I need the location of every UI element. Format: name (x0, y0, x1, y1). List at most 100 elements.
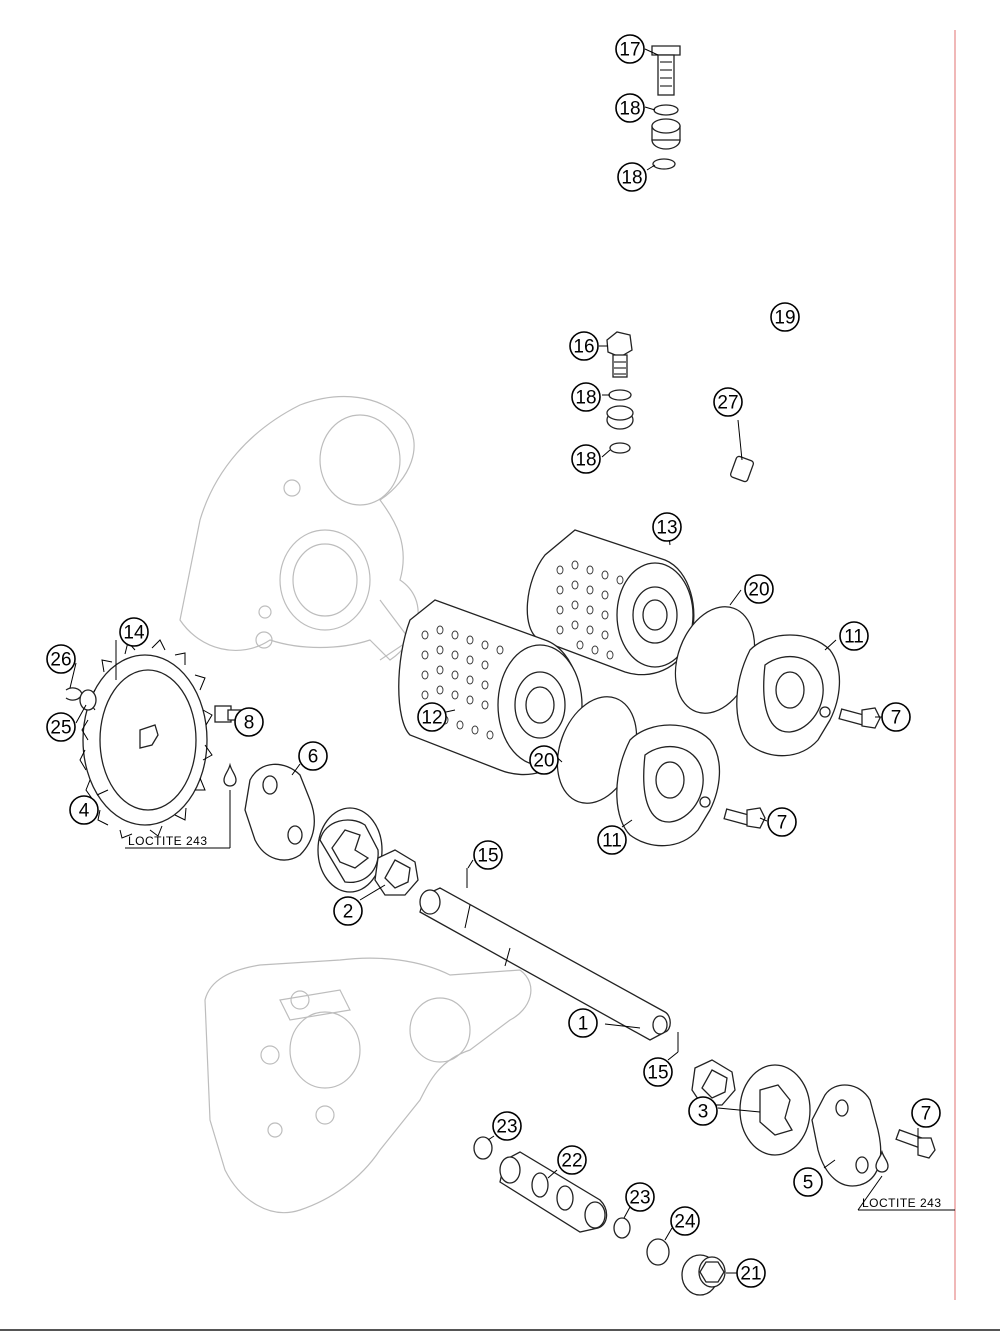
svg-text:4: 4 (79, 801, 90, 822)
oil-filter-lower (398, 599, 583, 776)
callout-20: 20 (744, 574, 774, 604)
callout-27: 27 (713, 387, 743, 417)
svg-text:5: 5 (803, 1173, 814, 1194)
callout-5: 5 (793, 1167, 823, 1197)
svg-text:2: 2 (343, 902, 354, 923)
cover-screw-5 (895, 1129, 936, 1159)
loctite-label-right: LOCTITE 243 (862, 1196, 942, 1210)
crankcase-upper-outline (179, 395, 419, 661)
pump-rotor-outer-3 (739, 1064, 811, 1156)
sealing-washer-upper-b (652, 158, 676, 170)
sealing-washer-lower-a (608, 389, 632, 401)
callout-12: 12 (417, 702, 447, 732)
oil-screen-22 (499, 1151, 608, 1233)
callout-11: 11 (839, 621, 869, 651)
svg-text:17: 17 (619, 40, 640, 61)
svg-text:23: 23 (629, 1188, 650, 1209)
callout-26: 26 (46, 644, 76, 674)
pump-cover-plate-5 (811, 1084, 882, 1187)
svg-text:19: 19 (774, 308, 795, 329)
svg-text:3: 3 (698, 1102, 709, 1123)
callout-2: 2 (333, 896, 363, 926)
svg-text:8: 8 (244, 713, 255, 734)
banjo-bolt-lower (606, 331, 633, 378)
callout-15: 15 (473, 840, 503, 870)
callout-24: 24 (670, 1206, 700, 1236)
loctite-drop-right (875, 1149, 889, 1173)
svg-text:20: 20 (748, 580, 769, 601)
svg-text:22: 22 (561, 1151, 582, 1172)
svg-text:16: 16 (573, 337, 594, 358)
svg-text:1: 1 (578, 1014, 589, 1035)
drain-plug-21 (681, 1254, 726, 1296)
loctite-drop-left (223, 762, 237, 787)
callout-16: 16 (569, 331, 599, 361)
callout-25: 25 (46, 712, 76, 742)
pump-shaft (419, 887, 671, 1041)
svg-text:11: 11 (844, 627, 864, 648)
svg-text:18: 18 (621, 168, 642, 189)
pump-cover-plate-6 (244, 763, 315, 861)
svg-text:25: 25 (50, 718, 71, 739)
banjo-bolt-upper (651, 45, 681, 96)
svg-text:7: 7 (921, 1104, 932, 1125)
oil-pump-gear (79, 639, 213, 839)
sealing-washer-lower-b (609, 442, 631, 454)
washer-25 (79, 689, 97, 711)
svg-text:6: 6 (308, 747, 319, 768)
cover-screw-lower (723, 807, 766, 829)
pump-rotor-inner-3 (691, 1059, 736, 1106)
callout-7: 7 (767, 807, 797, 837)
cover-screw-upper (838, 707, 881, 729)
svg-text:13: 13 (656, 518, 677, 539)
callout-23: 23 (492, 1111, 522, 1141)
callout-17: 17 (615, 34, 645, 64)
callout-4: 4 (69, 795, 99, 825)
svg-text:21: 21 (740, 1264, 761, 1285)
o-ring-23-left (473, 1136, 493, 1160)
callout-8: 8 (234, 707, 264, 737)
callout-15: 15 (643, 1057, 673, 1087)
svg-text:12: 12 (421, 708, 442, 729)
callout-18: 18 (571, 444, 601, 474)
o-ring-24 (646, 1238, 670, 1266)
pump-rotor-outer-2 (317, 807, 383, 893)
callout-18: 18 (571, 382, 601, 412)
svg-text:26: 26 (50, 650, 71, 671)
svg-text:11: 11 (602, 831, 622, 852)
oil-filter-upper (526, 529, 695, 676)
callout-20: 20 (529, 745, 559, 775)
svg-text:23: 23 (496, 1117, 517, 1138)
banjo-fitting-upper (651, 118, 681, 150)
callout-21: 21 (736, 1258, 766, 1288)
svg-text:18: 18 (575, 450, 596, 471)
filter-cover-upper (736, 634, 841, 757)
filter-cover-lower (616, 724, 721, 847)
callout-1: 1 (568, 1008, 598, 1038)
svg-text:24: 24 (674, 1212, 696, 1233)
callout-7: 7 (911, 1098, 941, 1128)
loctite-leader-left (125, 790, 231, 849)
svg-text:18: 18 (575, 388, 596, 409)
callout-6: 6 (298, 741, 328, 771)
oil-line-pipe (619, 108, 826, 492)
callout-19: 19 (770, 302, 800, 332)
sealing-washer-upper-a (653, 104, 679, 116)
o-ring-23-right (613, 1217, 631, 1239)
callout-23: 23 (625, 1182, 655, 1212)
svg-text:7: 7 (777, 813, 788, 834)
loctite-label-left: LOCTITE 243 (128, 834, 208, 848)
callout-11: 11 (597, 825, 627, 855)
callout-18: 18 (617, 162, 647, 192)
banjo-fitting-lower (606, 405, 634, 430)
svg-text:15: 15 (477, 846, 498, 867)
crankcase-lower-outline (204, 957, 532, 1214)
svg-text:20: 20 (533, 751, 554, 772)
callout-14: 14 (119, 617, 149, 647)
callout-18: 18 (615, 93, 645, 123)
svg-text:14: 14 (123, 623, 145, 644)
callout-13: 13 (652, 512, 682, 542)
svg-text:18: 18 (619, 99, 640, 120)
svg-text:27: 27 (717, 393, 738, 414)
